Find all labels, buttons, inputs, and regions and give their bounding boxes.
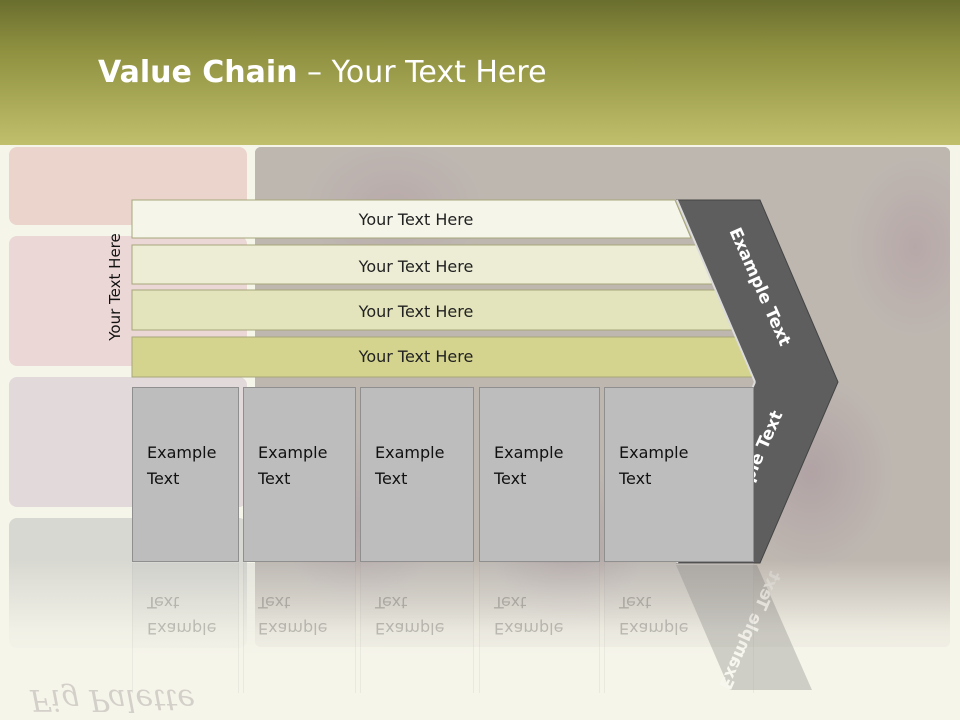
- column-reflection-label-5: Example Text: [619, 593, 689, 638]
- column-label-5: Example Text: [619, 443, 689, 488]
- column-box-5: Example Text: [604, 387, 754, 562]
- column-reflection-1: Example Text: [132, 563, 239, 693]
- column-reflection-label-2: Example Text: [258, 593, 328, 638]
- column-reflection-3: Example Text: [360, 563, 474, 693]
- column-reflection-label-3: Example Text: [375, 593, 445, 638]
- column-box-4: Example Text: [479, 387, 600, 562]
- column-reflection-label-1: Example Text: [147, 593, 217, 638]
- header-band: [0, 0, 960, 145]
- column-label-4: Example Text: [494, 443, 564, 488]
- column-box-3: Example Text: [360, 387, 474, 562]
- bar-label-1: Your Text Here: [358, 210, 474, 229]
- bar-shape-1: [131, 199, 692, 239]
- column-label-2: Example Text: [258, 443, 328, 488]
- column-reflection-5: Example Text: [604, 563, 754, 693]
- column-reflection-4: Example Text: [479, 563, 600, 693]
- column-reflection-label-4: Example Text: [494, 593, 564, 638]
- page-title: Value Chain – Your Text Here: [98, 55, 547, 90]
- bar-label-4: Your Text Here: [358, 347, 474, 366]
- chevron-reflection: Example Text: [676, 565, 812, 692]
- column-reflection-2: Example Text: [243, 563, 356, 693]
- column-box-1: Example Text: [132, 387, 239, 562]
- bar-label-3: Your Text Here: [358, 302, 474, 321]
- title-rest: – Your Text Here: [297, 55, 547, 90]
- logo-reflection: Fig Palette: [30, 682, 196, 717]
- bottom-fade: [0, 560, 960, 720]
- column-label-3: Example Text: [375, 443, 445, 488]
- bar-label-2: Your Text Here: [358, 257, 474, 276]
- column-label-1: Example Text: [147, 443, 217, 488]
- chevron-highlight: [676, 199, 756, 383]
- title-bold: Value Chain: [98, 55, 298, 90]
- column-box-2: Example Text: [243, 387, 356, 562]
